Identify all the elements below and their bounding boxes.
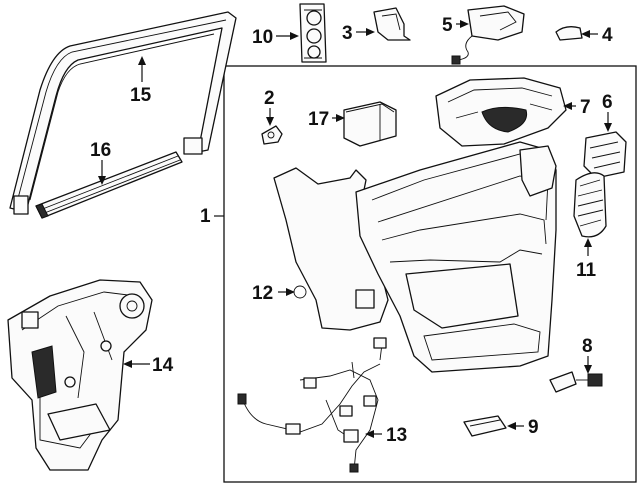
belt-weatherstrip (35, 151, 183, 219)
callout-15: 15 (130, 85, 152, 106)
callout-6: 6 (602, 92, 613, 113)
door-trim-assembly-box (223, 65, 637, 483)
mounting-bracket (373, 7, 411, 41)
door-control-module (343, 101, 397, 147)
callout-8: 8 (582, 336, 593, 357)
door-trim-panel (355, 141, 557, 373)
speaker-grille (573, 172, 607, 238)
window-regulator (7, 279, 153, 471)
callout-11: 11 (576, 260, 597, 281)
switch-bezel (299, 3, 327, 63)
lock-actuator (451, 5, 525, 65)
callout-5: 5 (442, 15, 453, 36)
window-run-channel (9, 11, 237, 215)
callout-labels: 1 2 3 4 5 6 7 8 9 10 11 12 13 14 15 16 1… (90, 15, 613, 446)
wiring-harness (237, 337, 387, 473)
courtesy-lamp (463, 415, 507, 437)
power-window-switch (583, 131, 627, 179)
callout-9: 9 (528, 417, 539, 438)
callout-1: 1 (200, 206, 211, 227)
callout-leaders (98, 20, 612, 438)
callout-12: 12 (252, 283, 273, 304)
callout-10: 10 (252, 27, 273, 48)
callout-2: 2 (264, 88, 275, 109)
retainer-clip (261, 125, 283, 145)
inner-handle-bracket (435, 77, 567, 147)
callout-3: 3 (342, 23, 353, 44)
callout-4: 4 (602, 25, 613, 46)
callout-13: 13 (386, 425, 407, 446)
harness-connector (549, 371, 603, 393)
callout-7: 7 (580, 97, 591, 118)
callout-16: 16 (90, 140, 111, 161)
callout-17: 17 (308, 109, 329, 130)
trim-cap (555, 26, 583, 41)
callout-14: 14 (152, 355, 174, 376)
